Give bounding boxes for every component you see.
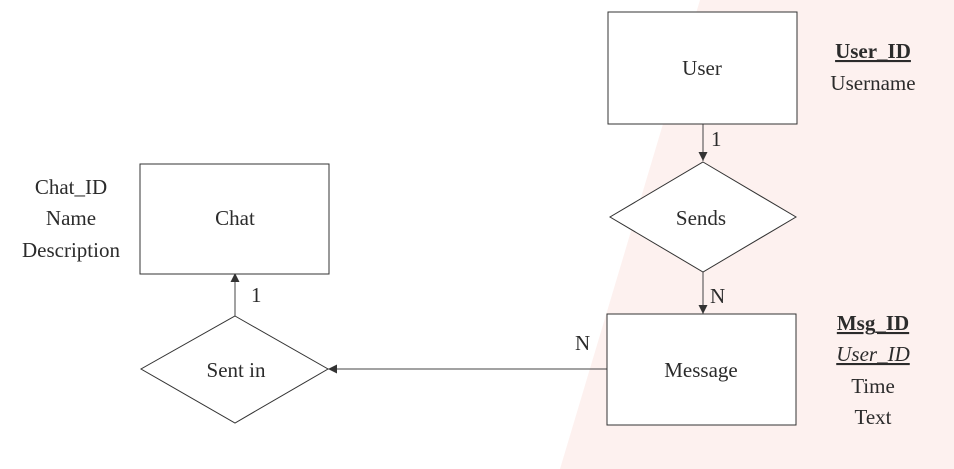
attribute-message-pk: Msg_ID xyxy=(837,311,909,335)
relationship-sends-diamond xyxy=(609,161,797,273)
attribute-chat-item: Description xyxy=(22,238,120,262)
attribute-user-item: Username xyxy=(830,71,915,95)
relationship-sent-in-diamond xyxy=(139,315,330,424)
attribute-message-item: Time xyxy=(851,374,895,398)
relationship-sends[interactable]: Sends xyxy=(609,161,797,273)
entity-user-box xyxy=(607,11,798,125)
attributes-user: User_ID Username xyxy=(830,39,915,95)
attribute-message-item: Text xyxy=(854,405,891,429)
cardinality-sends-message: N xyxy=(710,284,725,308)
attribute-chat-item: Name xyxy=(46,206,96,230)
cardinality-user-sends: 1 xyxy=(711,127,722,151)
attribute-chat-item: Chat_ID xyxy=(35,175,107,199)
attributes-message: Msg_ID User_ID Time Text xyxy=(836,311,910,429)
entity-chat-label: Chat xyxy=(215,206,255,230)
entity-chat[interactable]: Chat xyxy=(139,163,330,275)
attribute-message-fk: User_ID xyxy=(836,342,910,366)
attribute-user-pk: User_ID xyxy=(835,39,911,63)
relationship-sent-in[interactable]: Sent in xyxy=(139,315,330,424)
entity-message-box xyxy=(606,313,797,426)
entity-message-label: Message xyxy=(664,358,737,382)
entity-user-label: User xyxy=(682,56,722,80)
entity-user[interactable]: User xyxy=(607,11,798,125)
relationship-sent-in-label: Sent in xyxy=(207,358,266,382)
entity-message[interactable]: Message xyxy=(606,313,797,426)
relationship-sends-label: Sends xyxy=(676,206,726,230)
attributes-chat: Chat_ID Name Description xyxy=(22,175,120,262)
cardinality-sent-in-chat: 1 xyxy=(251,283,262,307)
entity-chat-box xyxy=(139,163,330,275)
cardinality-message-sent-in: N xyxy=(575,331,590,355)
